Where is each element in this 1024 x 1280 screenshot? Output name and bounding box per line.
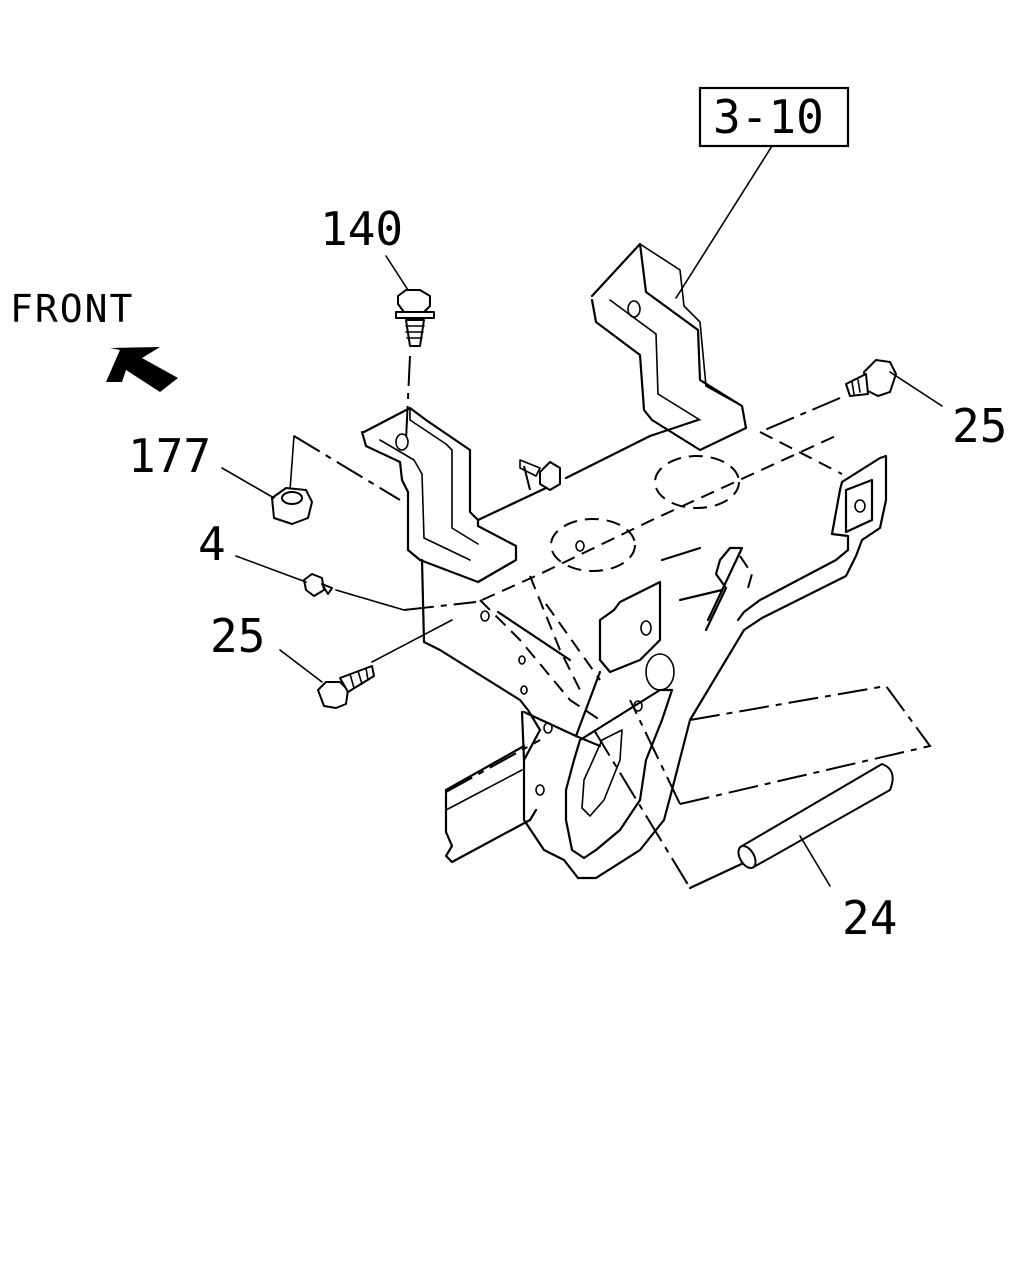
bolt-140: [395, 289, 435, 347]
callout-177: 177: [128, 429, 211, 483]
bracket-front-left: [360, 406, 518, 584]
leader-lines: [221, 255, 943, 887]
callout-labels: 140 177 4 25 25 24: [128, 202, 1007, 945]
reference-label: 3-10: [713, 90, 824, 144]
callout-140: 140: [320, 202, 403, 256]
rod-phantom-frame: [593, 684, 932, 890]
front-indicator: FRONT: [10, 287, 178, 392]
clip-4: [303, 573, 333, 597]
bracket-rear: [590, 242, 748, 452]
nut-177: [271, 487, 313, 525]
assembly-centerlines: [289, 355, 841, 663]
front-label: FRONT: [10, 287, 134, 331]
hidden-outline: [479, 431, 843, 721]
callout-25-right: 25: [952, 399, 1007, 453]
screw-small: [519, 459, 561, 491]
rod-24: [737, 763, 894, 869]
callout-24: 24: [842, 891, 897, 945]
front-arrow-icon: [106, 347, 178, 392]
reference-box: 3-10: [675, 86, 850, 299]
callout-25-left: 25: [210, 609, 265, 663]
callout-4: 4: [198, 517, 226, 571]
bolt-25-left: [317, 665, 375, 709]
bolt-25-right: [845, 359, 897, 397]
frame-body: [420, 418, 888, 880]
